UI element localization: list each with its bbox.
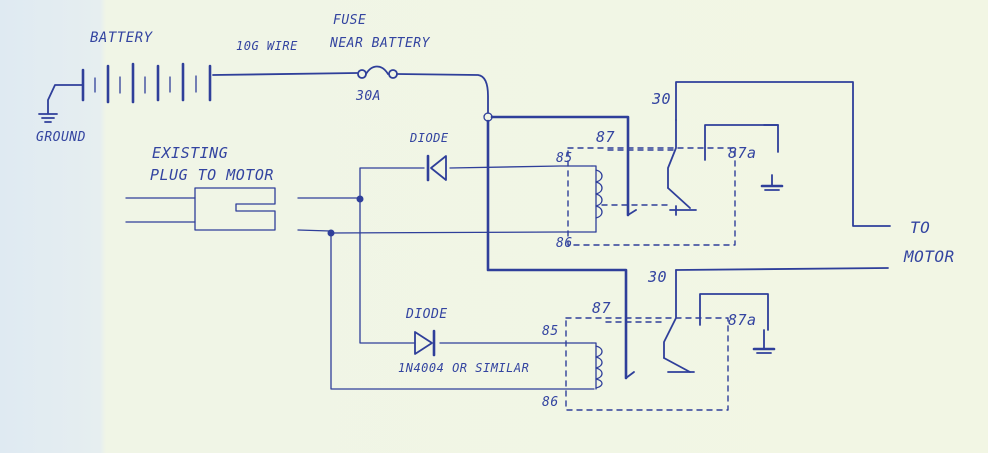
to-motor-label-line2: MOTOR	[903, 247, 955, 266]
relay-bottom-pin30-label: 30	[647, 268, 667, 286]
ground-label: GROUND	[36, 130, 86, 145]
coil-wires	[330, 165, 597, 390]
relay-top-pin85-label: 85	[556, 151, 573, 166]
relay-bottom-pin85-label: 85	[542, 324, 559, 339]
battery-label: BATTERY	[90, 30, 154, 46]
fuse-rating-label: 30A	[355, 89, 381, 104]
relay-bottom-30-wire	[675, 267, 889, 271]
plug-label-line2: PLUG TO MOTOR	[150, 166, 274, 184]
relay-top-housing	[567, 147, 736, 246]
relay-top-87a-contact	[704, 124, 784, 191]
ground-symbol	[38, 84, 84, 123]
relay-bottom-housing	[565, 317, 729, 411]
relay-bottom-pin87-label: 87	[592, 299, 611, 317]
relay-top-pin87-label: 87	[596, 128, 615, 146]
diode-bottom-symbol	[414, 329, 436, 357]
wire-gauge-label: 10G WIRE	[236, 39, 298, 53]
battery-symbol	[81, 62, 212, 104]
diode-part-note: 1N4004 OR SIMILAR	[398, 361, 529, 375]
relay-bottom-pin87a-label: 87a	[728, 311, 757, 329]
relay-bottom-switch	[625, 269, 695, 379]
relay-top-pin30-label: 30	[651, 90, 671, 108]
relay-top-switch	[627, 119, 697, 216]
relay-linkages	[601, 149, 677, 323]
plug-junctions	[327, 195, 364, 237]
fuse-location-label: NEAR BATTERY	[329, 36, 431, 51]
diode-top-label: DIODE	[409, 131, 449, 145]
fuse-label: FUSE	[333, 13, 366, 28]
existing-plug	[125, 187, 361, 232]
main-power-wire	[212, 65, 489, 114]
relay-bottom-coil	[591, 342, 603, 390]
to-motor-label-line1: TO	[910, 218, 930, 237]
relay-top-pin86-label: 86	[556, 236, 573, 251]
relay-top-30-wire	[675, 81, 891, 227]
relay-top-pin87a-label: 87a	[728, 144, 757, 162]
relay-top-coil	[591, 165, 603, 233]
diode-bottom-label: DIODE	[405, 307, 448, 322]
plug-label-line1: EXISTING	[152, 144, 228, 162]
relay-bottom-87a-contact	[699, 293, 776, 354]
power-distribution-wires	[486, 115, 630, 380]
diode-top-symbol	[426, 154, 447, 182]
relay-bottom-pin86-label: 86	[542, 395, 559, 410]
